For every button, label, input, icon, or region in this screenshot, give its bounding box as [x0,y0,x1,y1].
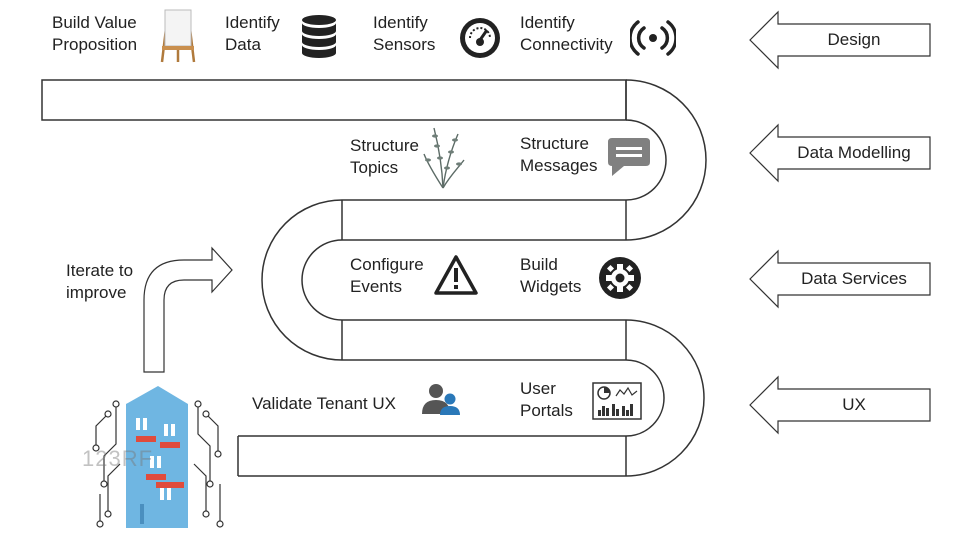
plant-icon [423,127,465,189]
phase-label-data-services: Data Services [801,269,907,288]
phase-arrow-data-modelling [749,123,931,183]
track-curve-2 [261,199,343,361]
track-curve-3 [625,319,705,477]
iterate-arrow [143,246,233,373]
track-segment-1 [41,79,627,121]
easel-icon [160,9,196,63]
phase-arrow-design [749,10,931,70]
gear-icon [599,257,641,299]
track-segment-2 [342,199,626,241]
smart-building-icon [92,386,224,528]
step-validate-tenant-ux: Validate Tenant UX [252,394,396,413]
phase-label-data-modelling: Data Modelling [797,143,911,162]
track-segment-3 [342,319,626,361]
dashboard-icon [592,382,642,420]
phase-label-ux: UX [842,395,866,414]
chat-bubble-icon [608,138,650,176]
track-curve-1 [625,79,707,241]
database-icon [302,15,336,58]
phase-arrow-data-services [749,249,931,309]
watermark: 123RF [82,446,154,471]
gauge-icon [460,18,500,58]
phase-arrow-ux [749,375,931,435]
users-icon [422,384,460,415]
warning-triangle-icon [434,255,478,295]
wireless-signal-icon [630,20,676,56]
phase-label-design: Design [827,30,881,49]
track-segment-4 [237,435,626,477]
